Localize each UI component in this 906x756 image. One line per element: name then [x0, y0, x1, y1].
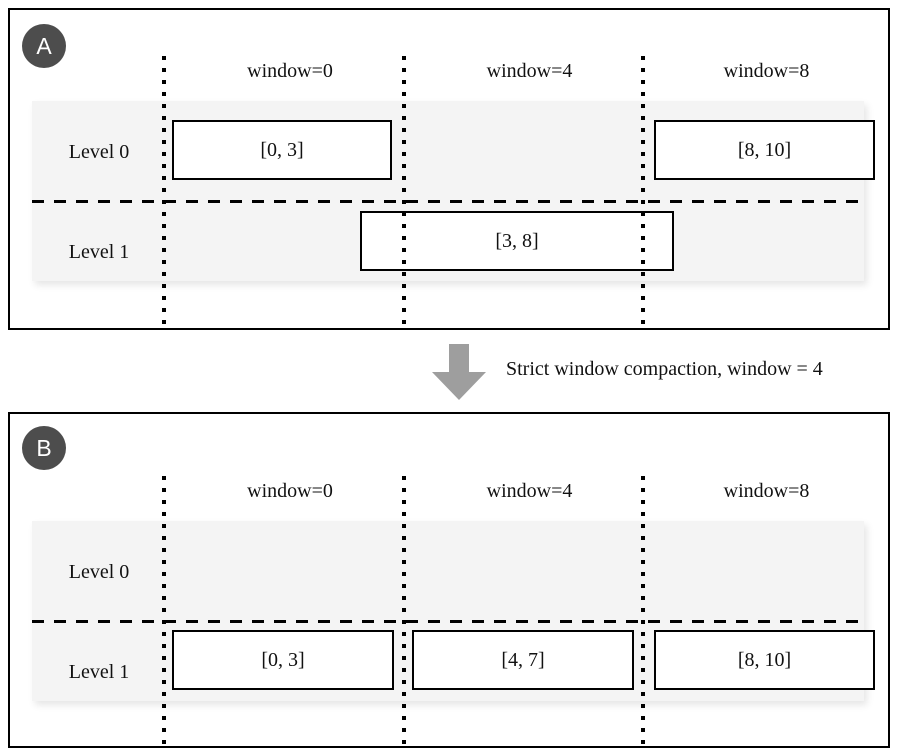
- level-label-0: Level 0: [68, 561, 130, 583]
- panel-b: B window=0 window=4 window=8 Level 0 Lev…: [8, 412, 890, 748]
- level-label-0: Level 0: [68, 141, 130, 163]
- level-label-1: Level 1: [68, 241, 130, 263]
- window-header-1: window=4: [486, 60, 573, 82]
- level-divider: [32, 620, 864, 623]
- window-separator-1: [402, 56, 406, 326]
- transition-caption: Strict window compaction, window = 4: [506, 358, 823, 380]
- window-header-0: window=0: [247, 480, 333, 502]
- transition-group: Strict window compaction, window = 4: [0, 330, 906, 412]
- window-separator-0: [162, 476, 166, 748]
- level-label-1: Level 1: [68, 661, 130, 683]
- window-header-2: window=8: [723, 60, 810, 82]
- window-separator-1: [402, 476, 406, 748]
- window-header-2: window=8: [723, 480, 810, 502]
- interval-box: [8, 10]: [654, 630, 875, 690]
- arrow-down-icon: [432, 344, 486, 400]
- window-separator-2: [641, 56, 645, 326]
- panel-b-badge: B: [22, 426, 66, 470]
- window-header-0: window=0: [247, 60, 333, 82]
- interval-box: [8, 10]: [654, 120, 875, 180]
- panel-a: A window=0 window=4 window=8 Level 0 Lev…: [8, 8, 890, 330]
- window-header-1: window=4: [486, 480, 573, 502]
- window-separator-0: [162, 56, 166, 326]
- interval-box: [0, 3]: [172, 630, 394, 690]
- level-divider: [32, 200, 864, 203]
- window-separator-2: [641, 476, 645, 748]
- interval-box: [0, 3]: [172, 120, 392, 180]
- panel-a-badge: A: [22, 24, 66, 68]
- interval-box: [4, 7]: [412, 630, 634, 690]
- interval-box: [3, 8]: [360, 211, 674, 271]
